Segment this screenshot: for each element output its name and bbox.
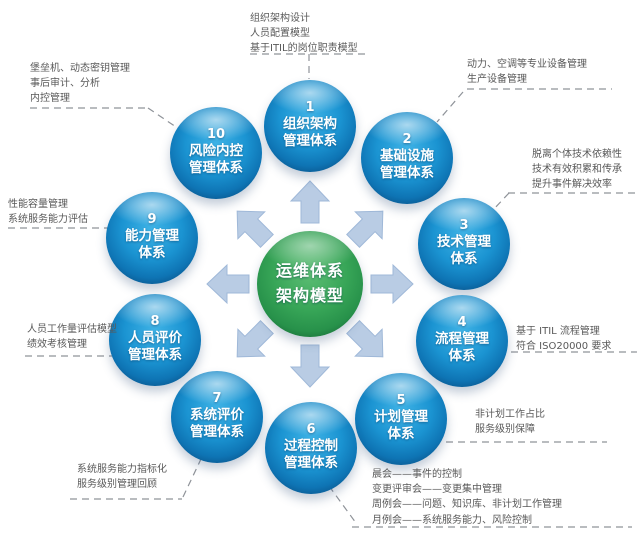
node-number: 9 xyxy=(147,211,157,227)
note-meetings: 晨会——事件的控制 变更评审会——变更集中管理 周例会——问题、知识库、非计划工… xyxy=(372,467,562,528)
node-number: 1 xyxy=(305,99,315,115)
note-line: 组织架构设计 xyxy=(250,13,310,24)
outward-arrow-icon xyxy=(223,313,281,371)
node-label-line1: 组织架构 xyxy=(283,115,337,132)
note-line: 内控管理 xyxy=(30,93,70,105)
node-label-line1: 能力管理 xyxy=(125,227,179,244)
node-6-process-control: 6 过程控制 管理体系 xyxy=(265,402,357,494)
node-number: 2 xyxy=(402,131,412,147)
note-line: 生产设备管理 xyxy=(467,74,527,86)
center-label-line2: 架构模型 xyxy=(275,286,344,305)
node-label-line1: 系统评价 xyxy=(190,406,244,423)
connector-line xyxy=(492,192,510,211)
note-line: 服务级别管理回顾 xyxy=(77,479,157,491)
outward-arrow-icon xyxy=(339,197,397,255)
node-10-risk-control: 10 风险内控 管理体系 xyxy=(170,107,262,199)
node-7-system-evaluation: 7 系统评价 管理体系 xyxy=(171,371,263,463)
outward-arrow-icon xyxy=(339,313,397,371)
note-org-design: 组织架构设计 人员配置模型 基于ITIL的岗位职责模型 xyxy=(250,11,358,57)
note-line: 月例会——系统服务能力、风险控制 xyxy=(372,514,532,526)
radial-arrows xyxy=(206,180,414,388)
node-label-line2: 管理体系 xyxy=(128,347,182,364)
note-line: 符合 ISO20000 要求 xyxy=(516,341,612,353)
center-node-ops-architecture: 运维体系 架构模型 xyxy=(257,231,363,337)
connector-line xyxy=(147,107,180,130)
outward-arrow-icon xyxy=(289,180,331,224)
note-line: 非计划工作占比 xyxy=(475,409,545,420)
node-label-line1: 风险内控 xyxy=(189,142,243,159)
node-label-line1: 基础设施 xyxy=(380,147,434,164)
node-8-personnel-evaluation: 8 人员评价 管理体系 xyxy=(109,294,201,386)
node-number: 5 xyxy=(396,392,406,408)
outward-arrow-icon xyxy=(290,344,330,388)
note-line: 变更评审会——变更集中管理 xyxy=(372,484,502,496)
node-label-line1: 过程控制 xyxy=(284,437,338,454)
node-number: 3 xyxy=(459,217,469,233)
node-label-line1: 技术管理 xyxy=(437,233,491,250)
node-number: 7 xyxy=(212,390,222,406)
note-line: 晨会——事件的控制 xyxy=(372,469,462,480)
node-label-line2: 管理体系 xyxy=(189,160,243,177)
node-number: 10 xyxy=(206,126,226,142)
outward-arrow-icon xyxy=(370,264,414,304)
connector-line xyxy=(436,91,464,123)
node-label-line1: 计划管理 xyxy=(374,408,428,425)
note-itil-process: 基于 ITIL 流程管理 符合 ISO20000 要求 xyxy=(516,324,611,354)
node-5-planning: 5 计划管理 体系 xyxy=(355,373,447,465)
note-line: 基于 ITIL 流程管理 xyxy=(516,326,600,337)
note-capacity: 性能容量管理 系统服务能力评估 xyxy=(8,197,88,227)
note-line: 事后审计、分析 xyxy=(30,78,100,90)
node-number: 8 xyxy=(150,313,160,329)
node-label-line2: 体系 xyxy=(448,348,476,365)
node-label-line1: 流程管理 xyxy=(435,330,489,347)
note-line: 服务级别保障 xyxy=(475,424,535,436)
note-line: 基于ITIL的岗位职责模型 xyxy=(250,43,358,55)
note-line: 提升事件解决效率 xyxy=(532,179,612,191)
node-label-line1: 人员评价 xyxy=(128,329,182,346)
dashed-connectors xyxy=(8,53,637,528)
node-1-organization: 1 组织架构 管理体系 xyxy=(264,80,356,172)
note-line: 系统服务能力评估 xyxy=(8,214,88,226)
note-system-service: 系统服务能力指标化 服务级别管理回顾 xyxy=(77,462,167,492)
connector-line xyxy=(328,485,357,524)
node-label-line2: 管理体系 xyxy=(190,424,244,441)
node-label-line2: 管理体系 xyxy=(380,165,434,182)
note-security-control: 堡垒机、动态密钥管理 事后审计、分析 内控管理 xyxy=(30,61,130,107)
node-label-line2: 体系 xyxy=(387,426,415,443)
node-label-line2: 体系 xyxy=(450,251,478,268)
node-label-line2: 管理体系 xyxy=(284,455,338,472)
note-line: 性能容量管理 xyxy=(8,199,68,210)
node-number: 4 xyxy=(457,314,467,330)
note-line: 系统服务能力指标化 xyxy=(77,464,167,475)
node-label-line2: 管理体系 xyxy=(283,133,337,150)
note-workload-evaluation: 人员工作量评估模型 绩效考核管理 xyxy=(27,322,117,352)
node-number: 6 xyxy=(306,421,316,437)
node-label-line2: 体系 xyxy=(138,245,166,262)
note-technology: 脱离个体技术依赖性 技术有效积累和传承 提升事件解决效率 xyxy=(532,147,622,193)
note-line: 堡垒机、动态密钥管理 xyxy=(30,63,130,74)
note-line: 动力、空调等专业设备管理 xyxy=(467,59,587,70)
connector-line xyxy=(182,458,202,498)
node-4-process: 4 流程管理 体系 xyxy=(416,295,508,387)
node-3-technology: 3 技术管理 体系 xyxy=(418,198,510,290)
center-label-line1: 运维体系 xyxy=(275,261,344,281)
note-line: 技术有效积累和传承 xyxy=(532,164,622,176)
note-line: 周例会——问题、知识库、非计划工作管理 xyxy=(372,499,562,511)
note-line: 人员工作量评估模型 xyxy=(27,324,117,335)
note-line: 人员配置模型 xyxy=(250,28,310,40)
node-2-infrastructure: 2 基础设施 管理体系 xyxy=(361,112,453,204)
note-line: 脱离个体技术依赖性 xyxy=(532,149,622,160)
outward-arrow-icon xyxy=(206,264,250,304)
note-facility-management: 动力、空调等专业设备管理 生产设备管理 xyxy=(467,57,587,87)
note-line: 绩效考核管理 xyxy=(27,339,87,351)
node-9-capability: 9 能力管理 体系 xyxy=(106,192,198,284)
note-unplanned-work: 非计划工作占比 服务级别保障 xyxy=(475,407,545,437)
